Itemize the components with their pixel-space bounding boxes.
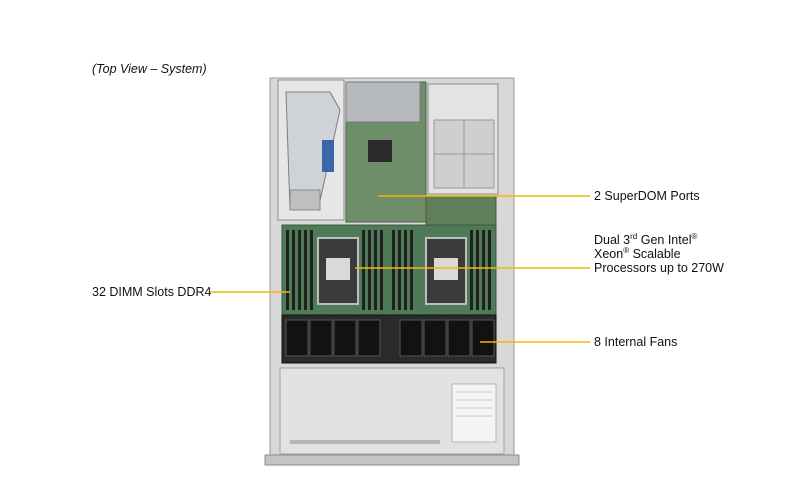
dimm-bank-center bbox=[362, 230, 413, 310]
callout-cpu-line-1: Dual 3rd Gen Intel® bbox=[594, 231, 698, 247]
chassis-front-edge bbox=[264, 454, 520, 466]
dimm-bank-right bbox=[470, 230, 491, 310]
service-label bbox=[451, 383, 497, 443]
riser-card-label bbox=[322, 140, 334, 172]
rear-io-bracket bbox=[345, 81, 421, 123]
callout-dimm: 32 DIMM Slots DDR4 bbox=[92, 285, 212, 299]
motherboard-right-strip bbox=[425, 195, 497, 227]
view-caption: (Top View – System) bbox=[92, 62, 207, 76]
callout-cpu: Dual 3rd Gen Intel® Xeon® Scalable Proce… bbox=[594, 231, 724, 275]
callout-cpu-line-2: Xeon® Scalable bbox=[594, 245, 681, 261]
callout-cpu-line-3: Processors up to 270W bbox=[594, 261, 724, 275]
dimm-bank-left bbox=[286, 230, 313, 310]
bmc-chip bbox=[368, 140, 392, 162]
callout-superdom: 2 SuperDOM Ports bbox=[594, 189, 700, 203]
cpu-heatsink-1 bbox=[317, 237, 359, 305]
fan-set bbox=[285, 319, 495, 357]
callout-fans: 8 Internal Fans bbox=[594, 335, 678, 349]
vent-holes bbox=[290, 440, 440, 444]
riser-vent bbox=[289, 189, 321, 211]
